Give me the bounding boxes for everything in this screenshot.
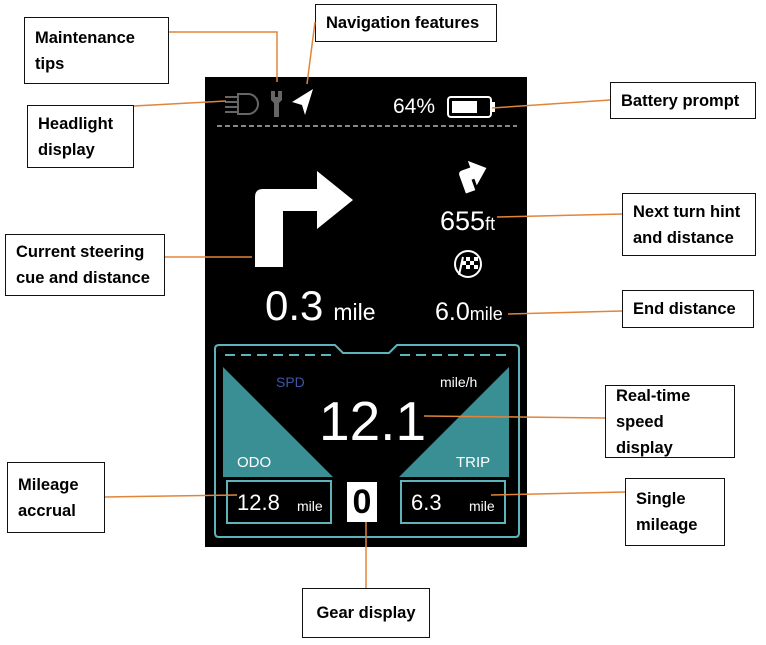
trip-unit: mile: [469, 498, 495, 514]
odo-value: 12.8: [237, 490, 280, 515]
callout-maintenance-tips: Maintenance tips: [24, 17, 169, 84]
speed-unit: mile/h: [440, 374, 478, 390]
odo-box: [226, 480, 332, 524]
callout-navigation-features: Navigation features: [315, 4, 497, 42]
screen-graphics: [214, 89, 520, 538]
callout-next-turn: Next turn hint and distance: [622, 193, 756, 256]
callout-speed-display: Real-time speed display: [605, 385, 735, 458]
battery-percentage: 64%: [393, 95, 436, 118]
callout-end-distance: End distance: [622, 290, 754, 328]
current-turn-distance-value: 0.3: [265, 282, 324, 329]
trip-box: [400, 480, 506, 524]
turn-right-arrow-icon: [255, 171, 353, 267]
next-turn-distance-value: 655: [440, 206, 486, 236]
next-turn-distance-unit: ft: [485, 214, 496, 234]
gear-indicator: 0: [347, 482, 377, 522]
end-distance-value: 6.0: [435, 298, 470, 326]
trip-label: TRIP: [456, 454, 491, 471]
odo-label: ODO: [237, 454, 272, 471]
headlight-icon: [225, 93, 259, 115]
speed-value: 12.1: [319, 390, 427, 452]
end-distance: 6.0mile: [435, 298, 503, 327]
callout-gear-display: Gear display: [302, 588, 430, 638]
checkered-flag-icon: [454, 250, 482, 278]
speed-panel-frame: [214, 344, 520, 538]
wrench-icon: [271, 91, 282, 117]
next-turn-distance: 655ft: [440, 206, 495, 237]
odo-teal-wedge: [223, 367, 333, 477]
odo-unit: mile: [297, 498, 323, 514]
trip-value: 6.3: [411, 490, 442, 515]
callout-mileage-accrual: Mileage accrual: [7, 462, 105, 533]
callout-battery-prompt: Battery prompt: [610, 82, 756, 119]
next-turn-arrow-icon: [459, 160, 487, 194]
callout-headlight-display: Headlight display: [27, 105, 134, 168]
trip-teal-wedge: [399, 367, 509, 477]
callout-single-mileage: Single mileage: [625, 478, 725, 546]
speed-label: SPD: [276, 374, 305, 390]
navigation-arrow-icon: [292, 89, 313, 115]
current-turn-distance-unit: mile: [333, 299, 376, 325]
battery-icon: [447, 96, 495, 118]
end-distance-unit: mile: [469, 304, 503, 324]
current-turn-distance: 0.3 mile: [265, 282, 376, 330]
leader-navigation: [306, 21, 316, 85]
leader-maintenance: [169, 31, 278, 82]
callout-steering-cue: Current steering cue and distance: [5, 234, 165, 296]
